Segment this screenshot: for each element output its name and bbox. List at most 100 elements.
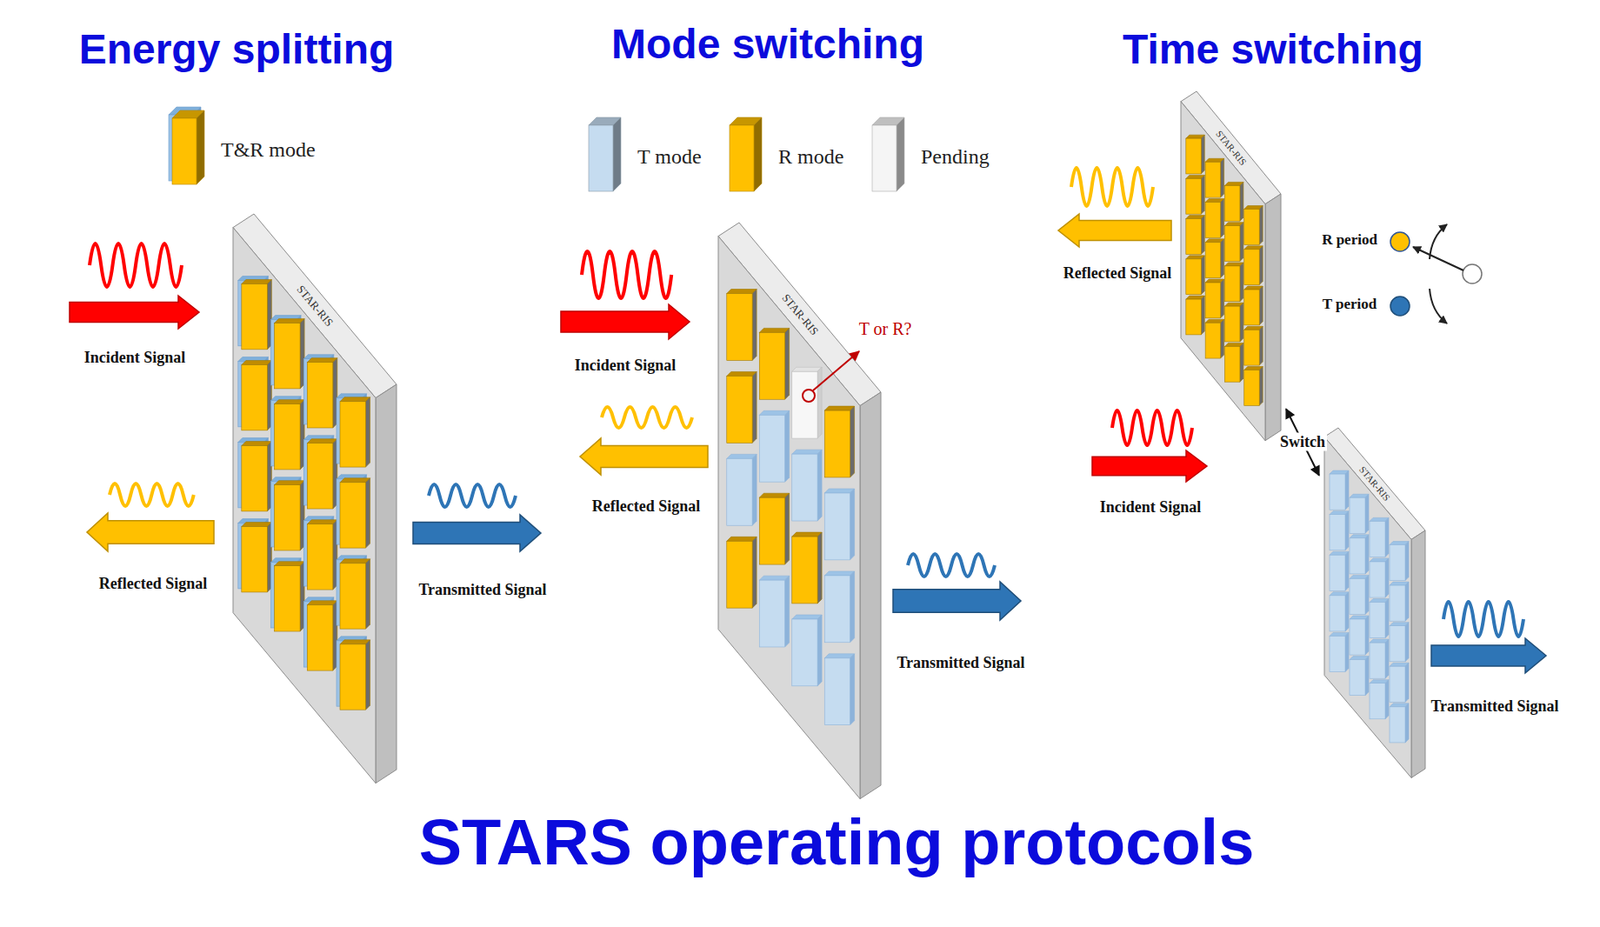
legend-text: Pending xyxy=(920,145,990,169)
cube-side xyxy=(785,411,790,483)
cube-front xyxy=(1205,202,1220,239)
cube-top xyxy=(824,571,854,576)
incident-wave xyxy=(89,243,182,287)
cube-front xyxy=(824,575,850,643)
cube-front xyxy=(1205,162,1220,199)
cube-top xyxy=(759,328,789,334)
star-ris-panel: STAR-RIS xyxy=(1322,426,1427,781)
cube-front xyxy=(1369,682,1386,719)
cube-front xyxy=(241,284,268,350)
cube-front xyxy=(306,524,334,590)
cube-front xyxy=(1244,289,1260,326)
cube-side xyxy=(1200,255,1205,295)
cube-top xyxy=(241,441,273,447)
cube-front xyxy=(1389,585,1406,621)
transmitted-wave xyxy=(428,484,516,507)
signal-label: Reflected Signal xyxy=(592,497,700,516)
cube-side xyxy=(817,614,822,687)
cube-front xyxy=(241,526,268,593)
cube-side xyxy=(1220,279,1225,319)
switch-pivot xyxy=(1462,264,1482,284)
transmitted-arrow xyxy=(413,514,541,552)
cube-side xyxy=(1345,510,1349,550)
cube-top xyxy=(792,367,822,373)
signal-label: Incident Signal xyxy=(1100,498,1202,517)
cube-front xyxy=(1244,370,1260,407)
cube-front xyxy=(1224,306,1240,342)
cube-top xyxy=(241,522,273,527)
cube-side xyxy=(1405,581,1409,621)
cube-front xyxy=(1205,282,1220,319)
cube-top xyxy=(274,319,306,324)
cube-front xyxy=(759,580,785,648)
cube-front xyxy=(274,566,301,632)
edge-label: Switch xyxy=(1278,433,1327,452)
cube-front xyxy=(726,541,753,609)
r-period-dot xyxy=(1390,232,1410,252)
pending-arrow xyxy=(813,351,860,391)
cube-front xyxy=(1224,266,1240,302)
cube-front xyxy=(759,498,785,566)
cube-side xyxy=(1385,679,1389,719)
cube-side xyxy=(1385,639,1389,679)
cube-front xyxy=(1389,625,1406,661)
cube-side xyxy=(366,478,371,548)
cube-side xyxy=(1385,558,1389,598)
transmitted-arrow xyxy=(1431,638,1547,674)
cube-side xyxy=(1365,493,1369,534)
figure-caption: STARS operating protocols xyxy=(419,805,1255,880)
cube-top xyxy=(824,653,854,659)
cube-side xyxy=(1240,182,1244,222)
cube-front xyxy=(306,362,334,428)
cube-side xyxy=(366,559,371,629)
cube-front xyxy=(1369,601,1386,638)
cube-side xyxy=(1405,540,1409,580)
cube-top xyxy=(340,640,371,645)
reflected-arrow xyxy=(1058,213,1172,247)
cube-side xyxy=(1200,215,1205,255)
cube-front xyxy=(1389,544,1406,580)
cube-side xyxy=(1240,343,1244,383)
transmitted-arrow xyxy=(893,581,1021,620)
legend-entry: Pending xyxy=(863,113,990,200)
reflected-wave xyxy=(1071,167,1154,207)
cube-front xyxy=(1349,659,1366,695)
cube-side xyxy=(1385,598,1389,638)
panel-side-strip xyxy=(1265,193,1281,441)
cube-front xyxy=(1349,497,1366,534)
cube-side xyxy=(1405,621,1409,661)
cube-top xyxy=(241,360,273,366)
cube-side xyxy=(1240,302,1244,342)
cube-top xyxy=(306,520,338,525)
cube-front xyxy=(1369,561,1386,598)
cube-side xyxy=(752,454,757,527)
incident-wave xyxy=(581,251,672,299)
panel-side-strip xyxy=(860,392,881,800)
cube-side xyxy=(1259,326,1263,367)
cube-front xyxy=(1244,330,1260,367)
cube-front xyxy=(1224,346,1240,383)
cube-front xyxy=(792,454,818,522)
signal-label: Incident Signal xyxy=(574,356,677,375)
legend-swatch xyxy=(580,113,627,200)
cube-front xyxy=(1224,226,1240,262)
cube-front xyxy=(1186,259,1201,295)
cube-top xyxy=(726,537,757,542)
cube-front xyxy=(759,415,785,483)
cube-side xyxy=(785,328,790,400)
cube-top xyxy=(340,478,371,483)
cube-side xyxy=(1365,574,1369,614)
cube-front xyxy=(726,459,753,527)
legend-text: R mode xyxy=(778,145,844,169)
reflected-arrow xyxy=(580,438,708,475)
incident-arrow xyxy=(560,304,690,340)
cube-side xyxy=(1259,286,1263,326)
cube-front xyxy=(824,658,850,726)
star-ris-panel: STAR-RIS xyxy=(716,220,883,803)
section-heading: Energy splitting xyxy=(79,25,395,74)
cube-top xyxy=(274,400,306,405)
period-label: R period xyxy=(1321,231,1378,249)
cube-side xyxy=(1405,702,1409,742)
reflected-arrow xyxy=(86,513,214,552)
cube-front xyxy=(1329,554,1346,591)
